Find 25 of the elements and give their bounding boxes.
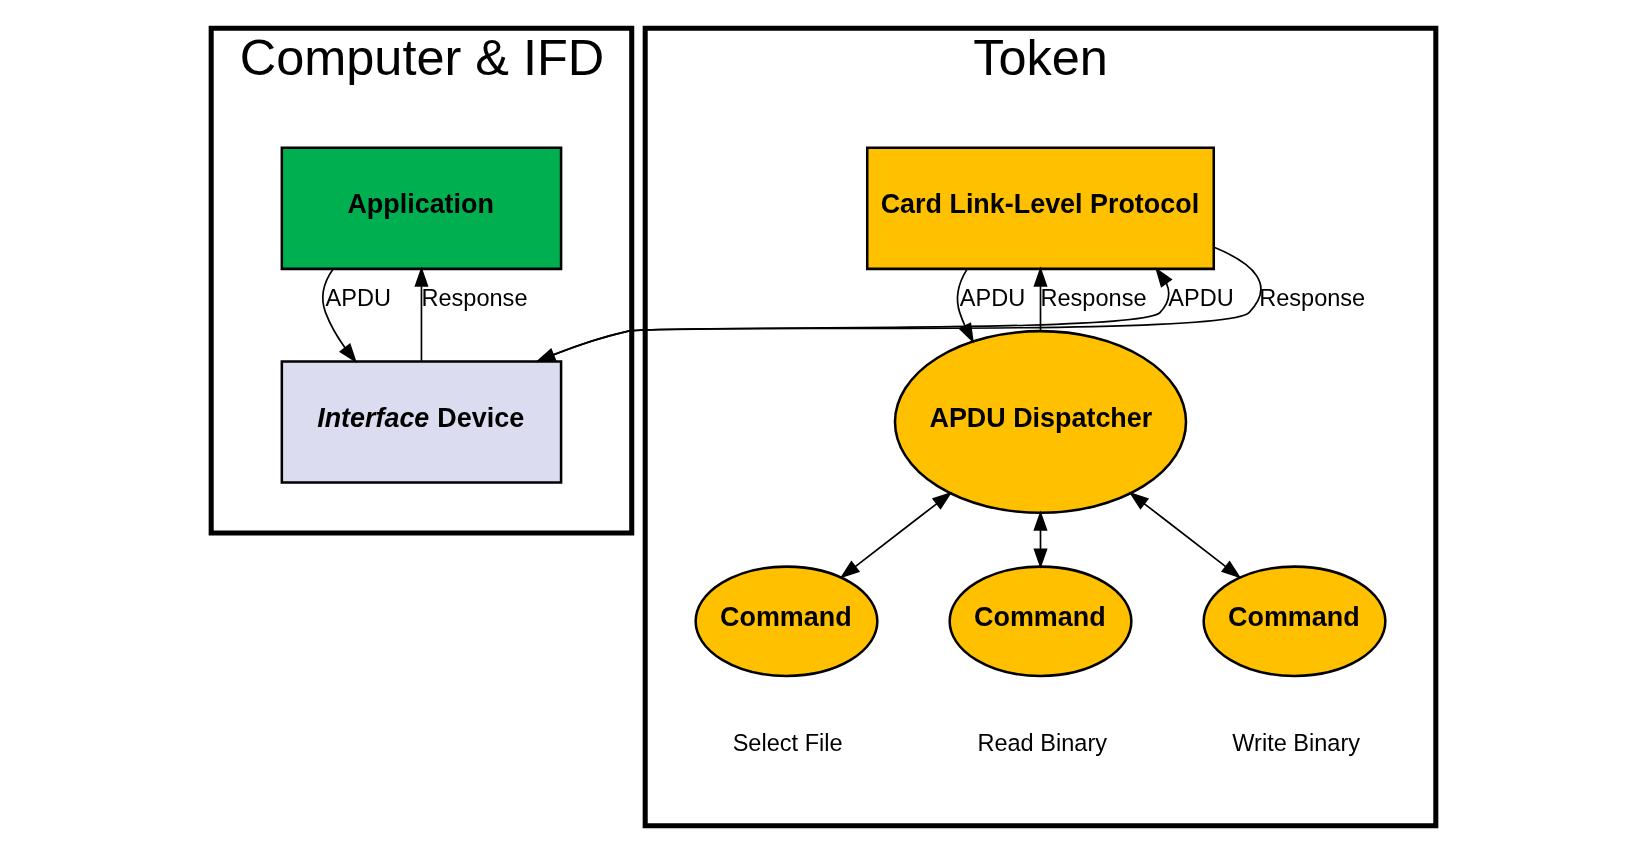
edge-label: APDU [1168, 285, 1234, 312]
edge-label: Response [421, 285, 528, 312]
node-label: Select File [732, 730, 843, 757]
arrow [414, 266, 429, 362]
node-ellipse: Command [1202, 565, 1387, 678]
node-ellipse: APDU Dispatcher [893, 329, 1188, 515]
arrow [535, 246, 1262, 363]
arrow [1128, 491, 1242, 579]
edge-label: APDU [959, 285, 1026, 312]
node-box: Interface Device [280, 360, 563, 484]
node-label: Write Binary [1232, 730, 1361, 757]
edge-label: Response [1259, 285, 1366, 312]
node-ellipse: Command [948, 565, 1133, 678]
edge-label: APDU [325, 285, 391, 312]
arrow [536, 267, 1173, 363]
node-label: Read Binary [977, 730, 1107, 757]
arrow [956, 268, 974, 344]
edge-label: Response [1040, 285, 1147, 312]
node-ellipse: Command [694, 565, 879, 678]
node-box: Application [280, 146, 563, 271]
arrow [1033, 266, 1048, 332]
arrow [1033, 510, 1048, 569]
arrow [839, 491, 953, 579]
node-box: Card Link-Level Protocol [866, 146, 1216, 271]
arrow [321, 268, 358, 364]
